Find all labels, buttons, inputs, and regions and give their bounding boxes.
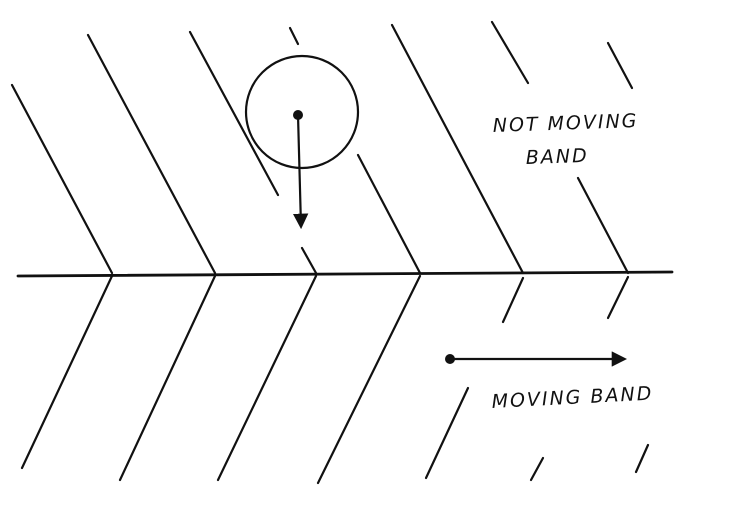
moving-band	[20, 274, 650, 485]
lower-hatch-line	[529, 456, 545, 482]
lower-hatch-line	[501, 276, 525, 324]
lower-hatch-line	[634, 443, 650, 474]
lower-hatch-line	[424, 386, 470, 480]
upper-hatch-line	[390, 23, 525, 275]
upper-hatch-line	[356, 153, 422, 275]
band-boundary-line	[16, 270, 674, 278]
lower-hatch-line	[606, 275, 630, 320]
not-moving-label-line2: BAND	[525, 145, 589, 169]
upper-hatch-line	[576, 176, 630, 275]
not-moving-band	[10, 20, 634, 275]
lower-hatch-line	[20, 274, 114, 470]
lower-hatch-line	[316, 274, 422, 485]
upper-hatch-line	[10, 83, 114, 275]
upper-hatch-line	[288, 26, 300, 46]
upper-hatch-line	[188, 30, 280, 197]
upper-hatch-line	[606, 41, 634, 90]
lower-hatch-line	[118, 274, 217, 482]
upper-hatch-line	[490, 20, 530, 85]
lower-hatch-line	[216, 274, 318, 482]
moving-band-label: MOVING BAND	[491, 383, 654, 413]
upper-hatch-line	[86, 33, 217, 275]
not-moving-label-line1: NOT MOVING	[492, 110, 638, 137]
particle-icon	[244, 54, 360, 170]
upper-hatch-line	[300, 246, 318, 275]
particle-circle	[244, 54, 360, 170]
down-arrow-icon	[292, 113, 309, 230]
